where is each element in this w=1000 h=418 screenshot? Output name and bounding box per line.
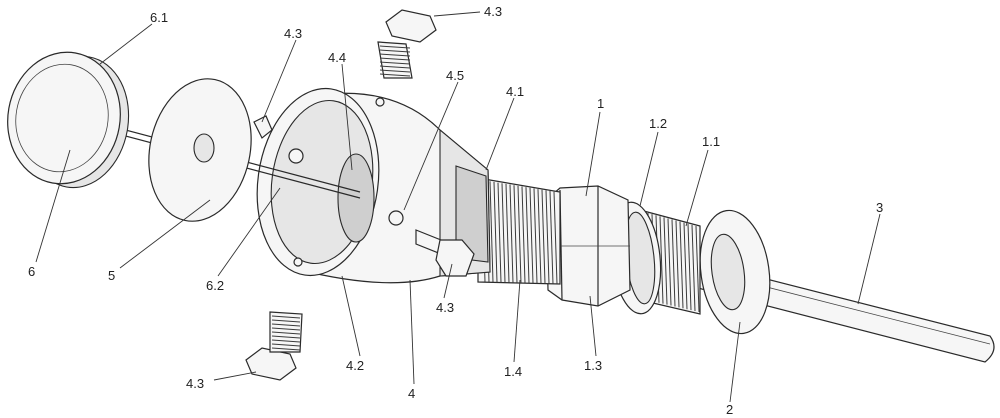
label-5: 5 — [108, 268, 115, 283]
washer-2 — [699, 209, 771, 335]
cup-bolt-4-3 — [253, 115, 273, 139]
label-6-2: 6.2 — [206, 278, 224, 293]
label-4-5: 4.5 — [446, 68, 464, 83]
washer-5 — [148, 78, 252, 222]
leader-lines — [35, 11, 881, 403]
label-4-1: 4.1 — [506, 84, 524, 99]
label-4: 4 — [408, 386, 415, 401]
label-6: 6 — [28, 264, 35, 279]
label-4-3-bottom-bolt: 4.3 — [186, 376, 204, 391]
side-bolt-4-3 — [415, 229, 475, 277]
label-4-3-upper: 4.3 — [284, 26, 302, 41]
cap-6 — [7, 51, 130, 189]
label-4-3-side: 4.3 — [436, 300, 454, 315]
label-4-4: 4.4 — [328, 50, 346, 65]
label-4-2: 4.2 — [346, 358, 364, 373]
label-1-1: 1.1 — [702, 134, 720, 149]
label-6-1: 6.1 — [150, 10, 168, 25]
label-1: 1 — [597, 96, 604, 111]
label-2: 2 — [726, 402, 733, 417]
top-bolt-4-3 — [377, 9, 437, 79]
bottom-bolt-4-3 — [245, 311, 303, 381]
label-1-2: 1.2 — [649, 116, 667, 131]
label-3: 3 — [876, 200, 883, 215]
label-1-3: 1.3 — [584, 358, 602, 373]
label-4-3-top-bolt: 4.3 — [484, 4, 502, 19]
label-1-4: 1.4 — [504, 364, 522, 379]
